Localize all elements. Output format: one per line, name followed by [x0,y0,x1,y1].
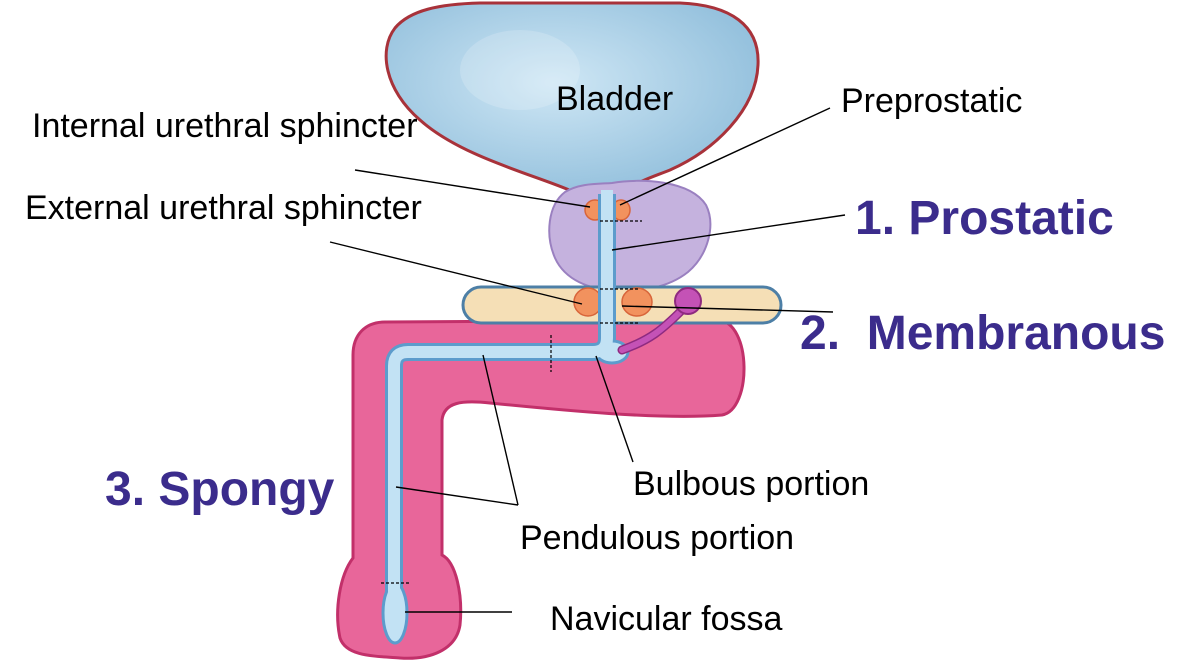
leader-prostatic [611,214,846,251]
label-preprostatic: Preprostatic [841,82,1022,120]
leader-pendulous-upper [482,354,519,506]
bladder-highlight [460,30,580,110]
section-label-prostatic: 1. Prostatic [855,192,1114,245]
leader-internal-sphincter [354,169,591,208]
section-label-spongy: 3. Spongy [105,463,335,516]
leader-pendulous-lower [395,486,519,506]
leader-preprostatic [619,107,831,206]
leader-membranous [621,305,834,313]
label-pendulous: Pendulous portion [520,519,794,557]
prostate-shape [548,179,712,292]
leader-bulbous [595,355,634,463]
section-label-membranous: 2. Membranous [800,307,1165,360]
urethra-lumen [388,190,613,600]
external-sphincter-left [573,287,603,317]
leader-external-sphincter [329,241,583,305]
label-internal-sphincter: Internal urethral sphincter [32,107,418,145]
bulbourethral-gland [674,287,702,315]
label-bulbous: Bulbous portion [633,465,869,503]
bladder-shape [384,1,760,204]
penis-shape [336,318,746,660]
external-sphincter-right [621,287,653,317]
label-bladder: Bladder [556,80,673,118]
label-navicular: Navicular fossa [550,600,783,638]
bulbourethral-duct [619,307,685,353]
label-external-sphincter: External urethral sphincter [25,189,422,227]
